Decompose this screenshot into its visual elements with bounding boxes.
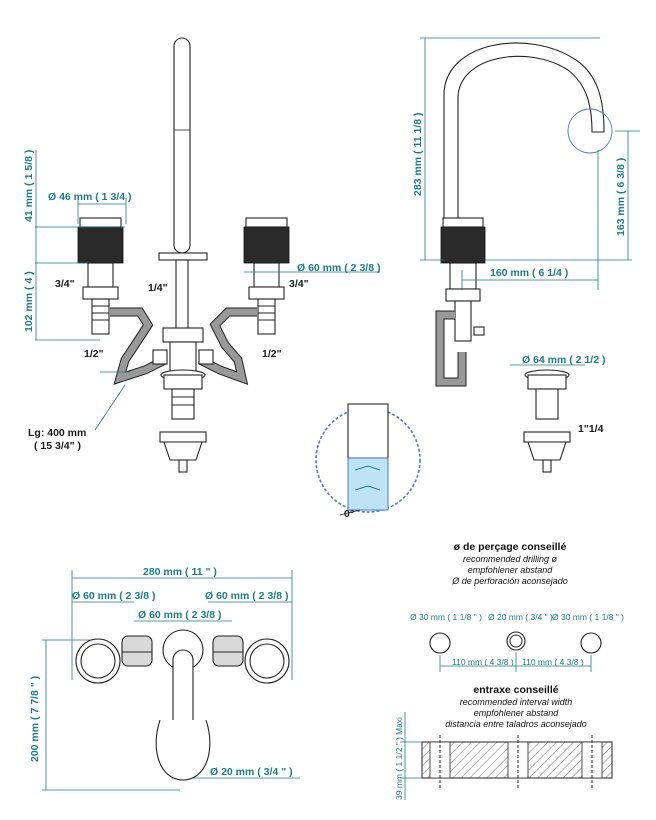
thread-center: 1/4" <box>148 282 168 294</box>
dim-60-handle: Ø 60 mm ( 2 3/8 ) <box>297 262 380 274</box>
detail-view: 0° <box>315 403 421 520</box>
top-view: 280 mm ( 11 " ) Ø 60 mm ( 2 3/8 ) Ø 60 m… <box>29 566 300 791</box>
drilling-de: empfohlener abstand <box>468 565 554 575</box>
right-handle <box>243 217 290 335</box>
max-label: Maxi <box>394 717 404 735</box>
interval-de: empfohlener abstand <box>474 708 560 718</box>
drilling-guide: ø de perçage conseillé recommended drill… <box>410 541 624 672</box>
hole-center: Ø 20 mm ( 3/4 " ) <box>488 612 553 622</box>
thread-drain: 1"1/4 <box>578 423 604 435</box>
dim-160: 160 mm ( 6 1/4 ) <box>490 267 568 279</box>
interval-guide: entraxe conseillé recommended interval w… <box>394 684 613 800</box>
drilling-title: ø de perçage conseillé <box>454 541 567 553</box>
spacing-right: 110 mm ( 4 3/8 ) <box>522 657 584 667</box>
spout <box>173 37 191 254</box>
front-view: 41 mm ( 1 5/8 ) 102 mm ( 4 ) Ø 46 mm ( 1… <box>23 37 380 473</box>
drain-assembly <box>159 369 207 473</box>
hose-length-line1: Lg: 400 mm <box>28 427 86 439</box>
dim-283: 283 mm ( 11 1/8 ) <box>412 113 424 196</box>
dim-280: 280 mm ( 11 " ) <box>143 566 217 578</box>
thread-right-upper: 3/4" <box>289 278 309 290</box>
drilling-es: Ø de perforación aconsejado <box>451 576 568 586</box>
detail-angle: 0° <box>344 508 354 520</box>
dim-200: 200 mm ( 7 7/8 " ) <box>29 676 41 762</box>
dim-64: Ø 64 mm ( 2 1/2 ) <box>522 354 605 366</box>
spacing-left: 110 mm ( 4 3/8 ) <box>452 657 514 667</box>
interval-es: distancia entre taladros aconsejado <box>445 719 587 729</box>
drilling-en: recommended drilling ø <box>463 554 558 564</box>
dim-46: Ø 46 mm ( 1 3/4 ) <box>48 191 131 203</box>
thread-left-upper: 3/4" <box>55 278 75 290</box>
dim-60-left: Ø 60 mm ( 2 3/8 ) <box>72 590 155 602</box>
thread-right-lower: 1/2" <box>262 348 282 360</box>
dim-41: 41 mm ( 1 5/8 ) <box>23 150 35 222</box>
dim-163: 163 mm ( 6 3/8 ) <box>615 158 627 236</box>
dim-20: Ø 20 mm ( 3/4 " ) <box>210 766 293 778</box>
dim-60-center: Ø 60 mm ( 2 3/8 ) <box>138 609 221 621</box>
dim-39: 39 mm ( 1 1/2 " ) <box>394 737 404 800</box>
dim-60-right: Ø 60 mm ( 2 3/8 ) <box>205 590 288 602</box>
dim-102: 102 mm ( 4 ) <box>23 271 35 332</box>
left-handle <box>77 217 124 335</box>
hole-left: Ø 30 mm ( 1 1/8 " ) <box>410 612 482 622</box>
hose-length-line2: ( 15 3/4" ) <box>34 440 81 452</box>
interval-title: entraxe conseillé <box>473 684 558 696</box>
gooseneck-spout <box>443 42 605 226</box>
thread-left-lower: 1/2" <box>84 348 104 360</box>
hole-right: Ø 30 mm ( 1 1/8 " ) <box>552 612 624 622</box>
side-view: 283 mm ( 11 1/8 ) 163 mm ( 6 3/8 ) 160 m… <box>412 37 640 473</box>
flex-hoses <box>110 307 257 386</box>
interval-en: recommended interval width <box>460 697 573 707</box>
